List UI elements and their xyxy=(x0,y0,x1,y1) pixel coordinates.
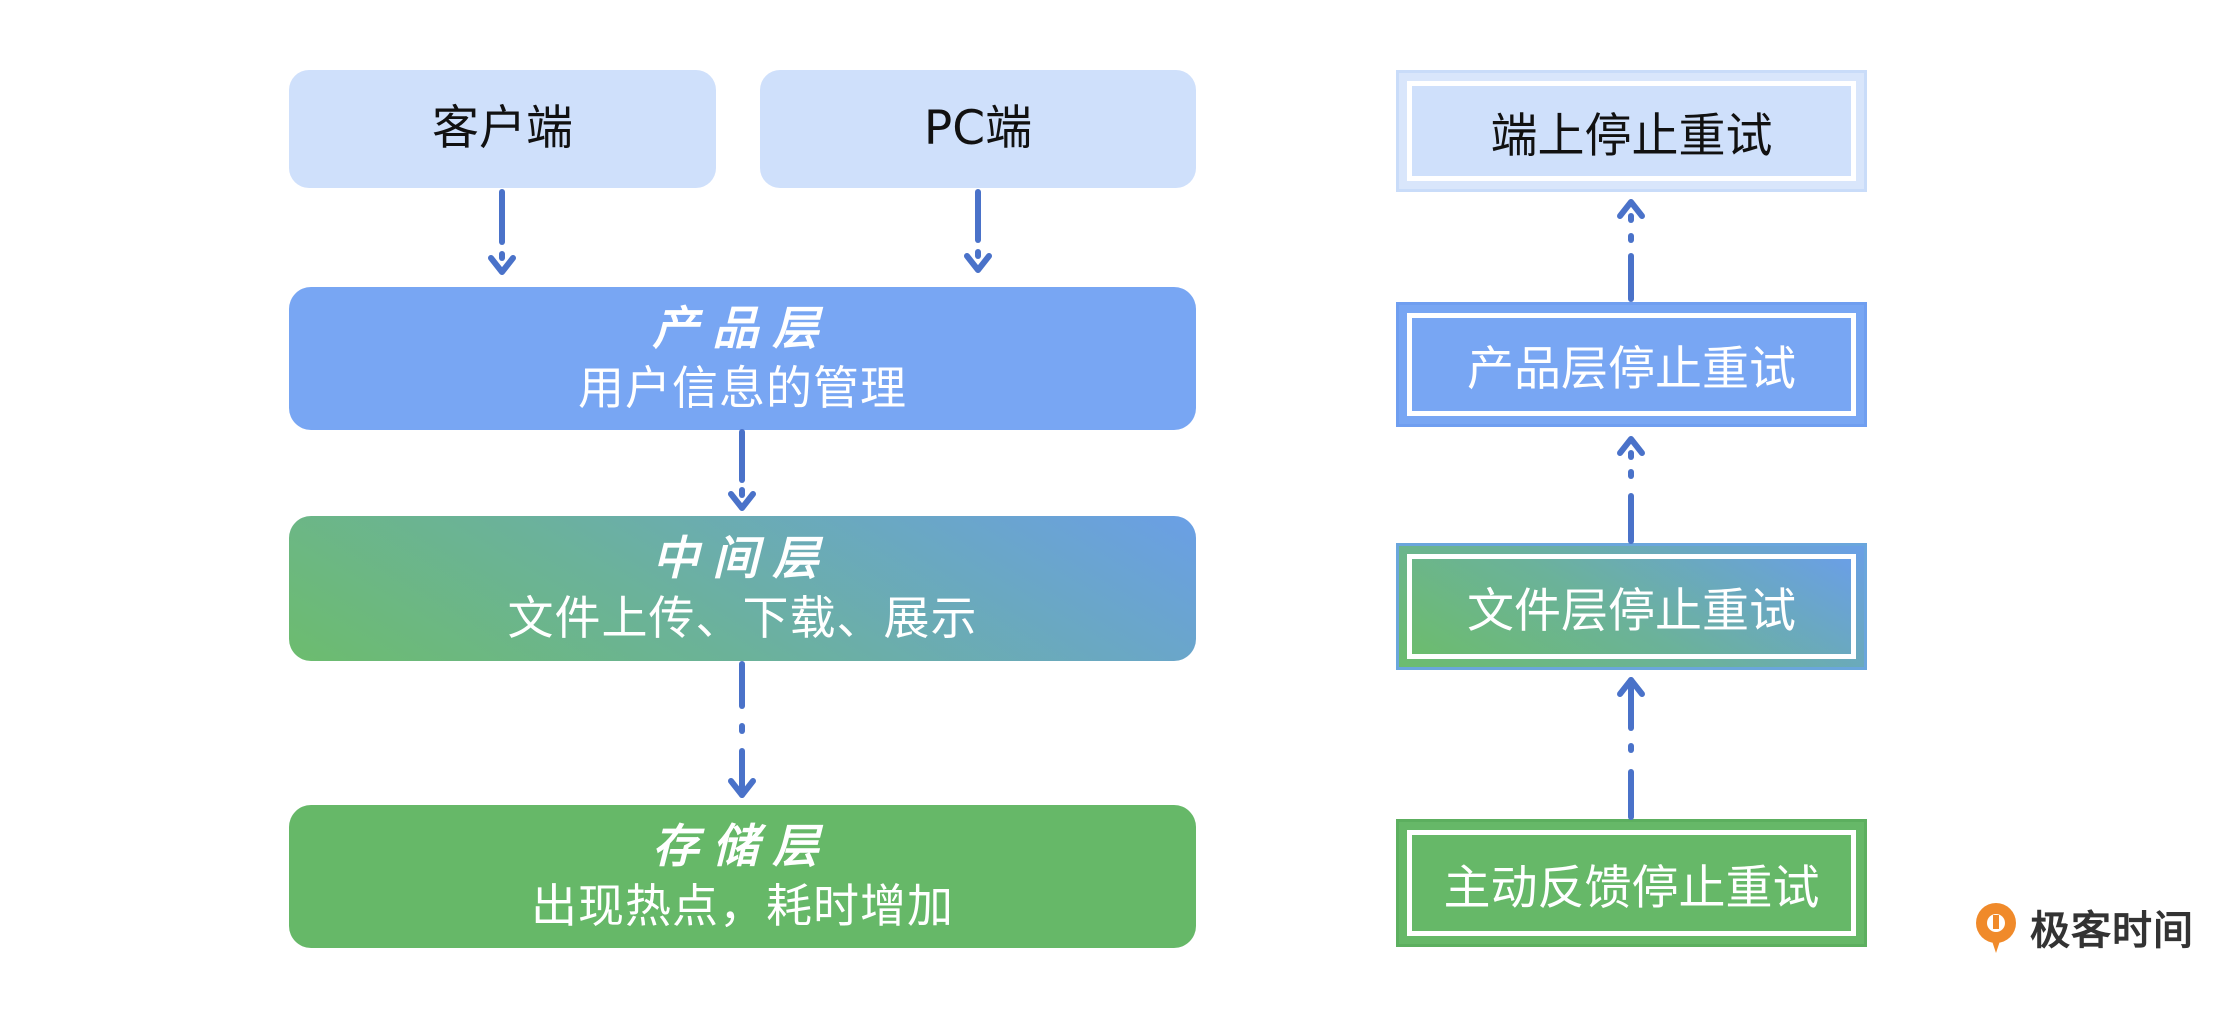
arrow-file-to-product xyxy=(1617,436,1645,544)
arrow-client-to-product xyxy=(488,189,516,275)
product-retry-box: 产品层停止重试 xyxy=(1396,302,1867,427)
arrow-active-to-file xyxy=(1617,677,1645,820)
product-retry-label: 产品层停止重试 xyxy=(1407,313,1856,416)
pc-client-label: PC端 xyxy=(923,100,1033,156)
storage-layer-box: 存储层 出现热点，耗时增加 xyxy=(289,805,1196,948)
active-retry-label: 主动反馈停止重试 xyxy=(1407,830,1856,936)
storage-layer-title: 存储层 xyxy=(652,819,833,873)
middle-layer-desc: 文件上传、下载、展示 xyxy=(507,590,978,645)
file-retry-box: 文件层停止重试 xyxy=(1396,543,1867,670)
arrow-product-to-end xyxy=(1617,199,1645,302)
geektime-logo-icon xyxy=(1976,903,2016,953)
arrow-product-to-middle xyxy=(728,429,756,511)
product-layer-title: 产品层 xyxy=(652,301,833,355)
pc-client-box: PC端 xyxy=(760,70,1196,188)
client-label: 客户端 xyxy=(432,100,573,156)
geektime-logo: 极客时间 xyxy=(1972,898,2194,956)
product-layer-box: 产品层 用户信息的管理 xyxy=(289,287,1196,430)
middle-layer-box: 中间层 文件上传、下载、展示 xyxy=(289,516,1196,661)
storage-layer-desc: 出现热点，耗时增加 xyxy=(531,878,954,933)
end-retry-label: 端上停止重试 xyxy=(1407,81,1856,181)
product-layer-desc: 用户信息的管理 xyxy=(578,360,907,415)
end-retry-box: 端上停止重试 xyxy=(1396,70,1867,192)
arrow-middle-to-storage xyxy=(728,661,756,798)
file-retry-label: 文件层停止重试 xyxy=(1407,554,1856,659)
client-box: 客户端 xyxy=(289,70,716,188)
arrow-pc-to-product xyxy=(964,189,992,273)
middle-layer-title: 中间层 xyxy=(652,531,833,585)
logo-text: 极客时间 xyxy=(2030,908,2194,954)
active-retry-box: 主动反馈停止重试 xyxy=(1396,819,1867,947)
